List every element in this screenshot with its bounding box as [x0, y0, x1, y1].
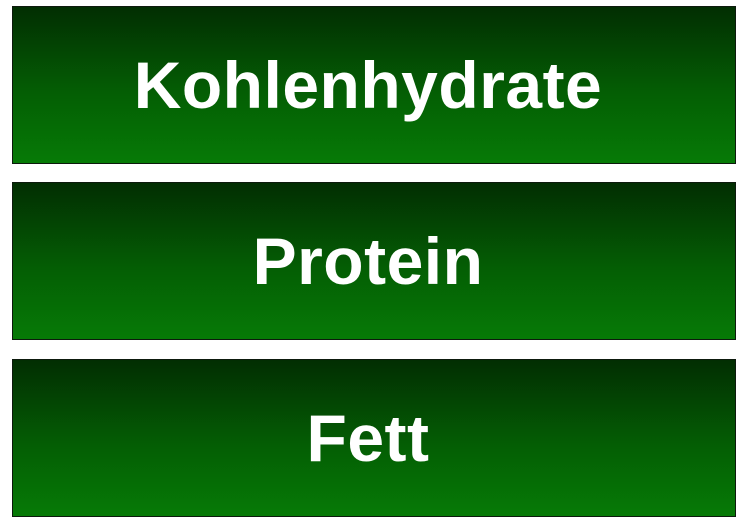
panel-fett: Fett	[12, 359, 736, 517]
panel-label: Protein	[252, 224, 484, 298]
panel-label: Fett	[306, 401, 430, 475]
panel-protein: Protein	[12, 182, 736, 340]
panel-label: Kohlenhydrate	[133, 48, 603, 122]
panel-kohlenhydrate: Kohlenhydrate	[12, 6, 736, 164]
